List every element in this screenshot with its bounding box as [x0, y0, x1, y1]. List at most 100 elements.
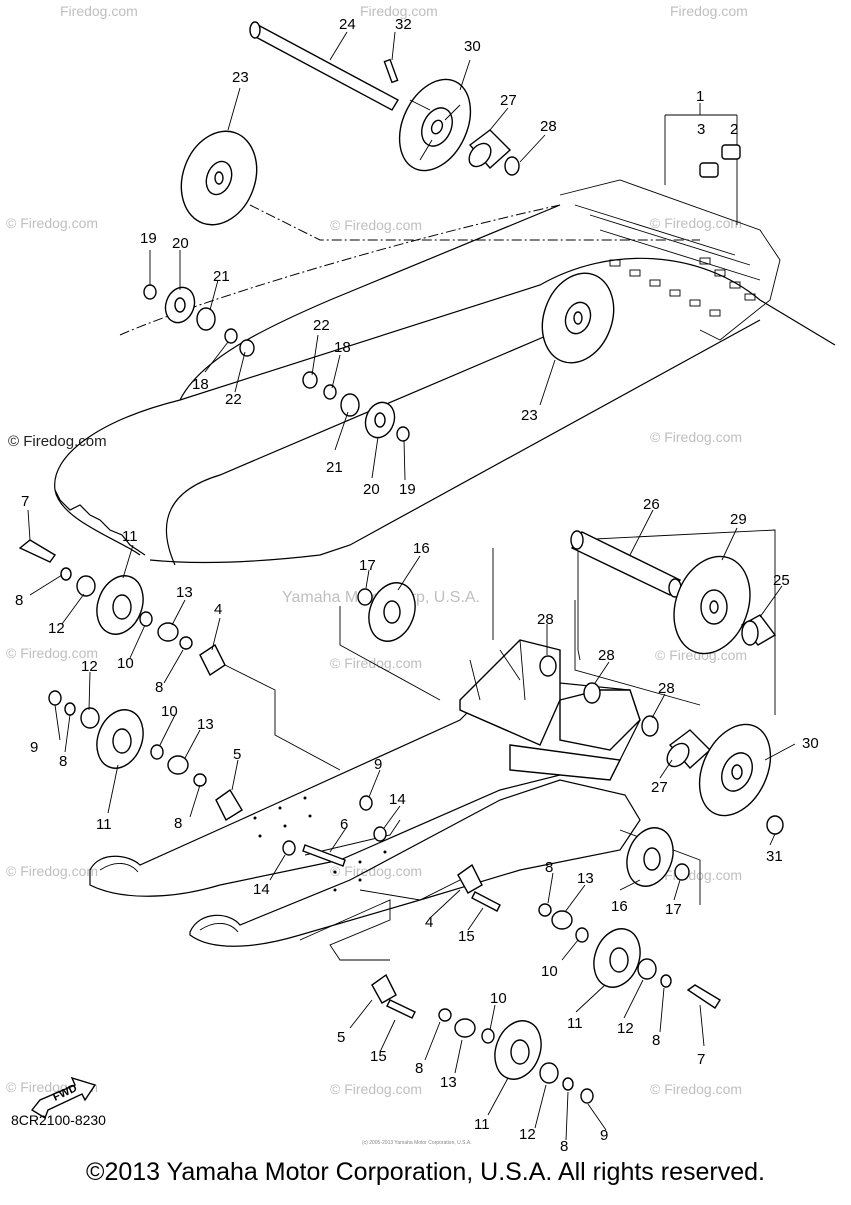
part-label: 4 — [425, 914, 433, 931]
watermark: Firedog.com — [360, 3, 438, 19]
track-belt — [54, 179, 836, 566]
washer-28 — [539, 655, 557, 677]
watermark: © Firedog.com — [650, 1081, 742, 1097]
part-label: 10 — [541, 963, 558, 980]
shaft-24 — [251, 24, 399, 111]
part-label: 13 — [440, 1074, 457, 1091]
part-label: 1 — [696, 88, 704, 105]
part-label: 13 — [577, 870, 594, 887]
part-label: 11 — [122, 528, 138, 545]
part-label: 17 — [665, 901, 682, 918]
tiny-copyright: (c) 2005-2013 Yamaha Motor Corporation, … — [362, 1140, 472, 1146]
watermark: © Firedog.com — [650, 867, 742, 883]
part-label: 19 — [140, 230, 157, 247]
watermark: © Firedog.com — [6, 645, 98, 661]
slide-rails — [89, 529, 776, 961]
watermark-layer: Firedog.com Firedog.com Firedog.com © Fi… — [6, 3, 748, 1097]
part-label: 17 — [359, 557, 376, 574]
track-clip-2 — [721, 144, 741, 160]
nut-19 — [396, 426, 410, 442]
part-label: 8 — [155, 679, 163, 696]
bracket-4 — [457, 863, 483, 894]
part-label: 8 — [560, 1138, 568, 1155]
collar-21 — [196, 307, 216, 331]
track-clip-3 — [699, 162, 719, 178]
part-label: 12 — [519, 1126, 536, 1143]
watermark: © Firedog.com — [8, 433, 107, 450]
watermark: © Firedog.com — [655, 647, 747, 663]
part-label: 8 — [415, 1060, 423, 1077]
part-label: 8 — [652, 1032, 660, 1049]
washer-28 — [583, 682, 601, 704]
nut-19 — [143, 284, 157, 300]
part-label: 32 — [395, 16, 412, 33]
part-label: 15 — [458, 928, 475, 945]
part-label: 26 — [643, 496, 660, 513]
part-label: 22 — [225, 391, 242, 408]
collar-21 — [340, 393, 360, 417]
cross-member — [459, 639, 561, 746]
left-wheel-parts — [143, 272, 615, 442]
watermark: © Firedog.com — [6, 863, 98, 879]
part-label: 16 — [413, 540, 430, 557]
part-label: 15 — [370, 1048, 387, 1065]
part-label: 21 — [326, 459, 343, 476]
part-label: 7 — [697, 1051, 705, 1068]
part-label: 30 — [464, 38, 481, 55]
part-label: 5 — [233, 746, 241, 763]
part-label: 4 — [214, 601, 222, 618]
part-label: 16 — [611, 898, 628, 915]
part-label: 7 — [21, 493, 29, 510]
part-label: 24 — [339, 16, 356, 33]
part-label: 11 — [96, 816, 112, 833]
track-clips — [664, 103, 741, 225]
part-label: 8 — [59, 753, 67, 770]
part-label: 13 — [197, 716, 214, 733]
part-label: 21 — [213, 268, 230, 285]
washer-22 — [239, 339, 255, 357]
washer-22 — [302, 371, 318, 389]
part-label: 14 — [389, 791, 406, 808]
part-label: 30 — [802, 735, 819, 752]
part-label: 6 — [340, 816, 348, 833]
part-label: 13 — [176, 584, 193, 601]
part-label: 19 — [399, 481, 416, 498]
part-label: 2 — [730, 121, 738, 138]
shaft-26 — [570, 531, 682, 596]
bolt-6 — [302, 844, 346, 867]
bracket-4 — [199, 643, 226, 677]
part-label: 10 — [161, 703, 178, 720]
part-label: 11 — [474, 1116, 490, 1133]
part-label: 22 — [313, 317, 330, 334]
bracket-5 — [371, 973, 397, 1004]
rail-hardware — [18, 530, 784, 1104]
part-label: 23 — [521, 407, 538, 424]
washer-18 — [323, 384, 337, 400]
part-labels: 24 32 30 23 1 27 3 2 28 19 20 21 22 18 1… — [15, 16, 819, 1155]
watermark: © Firedog.com — [330, 863, 422, 879]
part-label: 31 — [766, 848, 783, 865]
part-label: 10 — [117, 655, 134, 672]
part-label: 8 — [545, 859, 553, 876]
part-label: 28 — [540, 118, 557, 135]
part-label: 14 — [253, 881, 270, 898]
watermark: © Firedog.com — [650, 429, 742, 445]
nut-31 — [766, 815, 784, 835]
bolt-15 — [471, 891, 501, 912]
watermark: Firedog.com — [670, 3, 748, 19]
watermark: © Firedog.com — [330, 1081, 422, 1097]
part-label: 11 — [567, 1015, 583, 1032]
part-label: 28 — [598, 647, 615, 664]
bolt-7 — [18, 539, 57, 563]
part-label: 28 — [537, 611, 554, 628]
part-label: 9 — [600, 1127, 608, 1144]
part-label: 25 — [773, 572, 790, 589]
part-label: 12 — [81, 658, 98, 675]
diagram-code: 8CR2100-8230 — [11, 1112, 106, 1128]
watermark: © Firedog.com — [330, 217, 422, 233]
part-label: 20 — [172, 235, 189, 252]
washer-18 — [224, 328, 238, 344]
part-label: 10 — [490, 990, 507, 1007]
watermark: © Firedog.com — [6, 215, 98, 231]
